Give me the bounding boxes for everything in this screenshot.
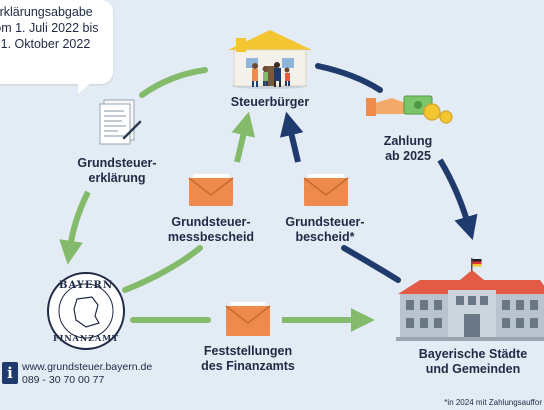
envelope-messbescheid [188, 174, 234, 206]
label-messbescheid: Grundsteuer- messbescheid [152, 215, 270, 245]
footnote: *in 2024 mit Zahlungsauffor [444, 398, 542, 407]
label-steuerbuerger: Steuerbürger [214, 95, 326, 110]
seal-bottom-text: FINANZAMT [53, 333, 119, 343]
zahlung-line-1: Zahlung [383, 134, 433, 148]
erklaerung-line-1: Grundsteuer- [77, 156, 157, 170]
arrow-bescheid-up [279, 111, 304, 163]
feststellungen-line-1: Feststellungen [203, 344, 293, 358]
bescheid-line-1: Grundsteuer- [285, 215, 365, 229]
navy-arc-bottom [341, 245, 401, 283]
label-zahlung: Zahlung ab 2025 [378, 134, 438, 164]
label-erklaerung: Grundsteuer- erklärung [62, 156, 172, 186]
feststellungen-line-2: des Finanzamts [201, 359, 295, 373]
label-feststellungen: Feststellungen des Finanzamts [190, 344, 306, 374]
bescheid-line-2: bescheid* [295, 230, 355, 244]
gemeinden-line-2: und Gemeinden [425, 362, 521, 376]
arrow-erklaerung-to-finanzamt [59, 190, 91, 265]
deadline-callout: Erklärungsabgabe vom 1. Juli 2022 bis 31… [0, 0, 113, 94]
arrow-zahlung-to-gemeinden [437, 158, 478, 241]
green-arc-finanzamt [122, 245, 203, 293]
callout-line-1: Erklärungsabgabe [0, 5, 93, 19]
green-arc-top [139, 67, 208, 98]
navy-arc-top [315, 63, 383, 93]
website-link[interactable]: www.grundsteuer.bayern.de [22, 361, 153, 373]
seal-top-text: BAYERN [59, 280, 113, 291]
erklaerung-line-2: erklärung [88, 171, 146, 185]
steuerbuerger-text: Steuerbürger [230, 95, 310, 109]
info-icon: i [2, 362, 18, 384]
messbescheid-line-2: messbescheid [167, 230, 255, 244]
zahlung-line-2: ab 2025 [385, 149, 431, 163]
gemeinden-line-1: Bayerische Städte [418, 347, 528, 361]
envelope-bescheid [303, 174, 349, 206]
callout-line-3: 31. Oktober 2022 [0, 37, 91, 51]
callout-line-2: vom 1. Juli 2022 bis [0, 21, 99, 35]
phone-number: 089 - 30 70 00 77 [22, 374, 105, 386]
callout-tail [78, 82, 92, 94]
messbescheid-line-1: Grundsteuer- [171, 215, 251, 229]
envelope-feststellungen [225, 302, 271, 336]
arrow-messbescheid-up [231, 111, 256, 163]
flag-icon [472, 259, 482, 267]
label-gemeinden: Bayerische Städte und Gemeinden [408, 347, 538, 377]
contact-info: www.grundsteuer.bayern.de 089 - 30 70 00… [22, 361, 152, 387]
label-bescheid: Grundsteuer- bescheid* [266, 215, 384, 245]
